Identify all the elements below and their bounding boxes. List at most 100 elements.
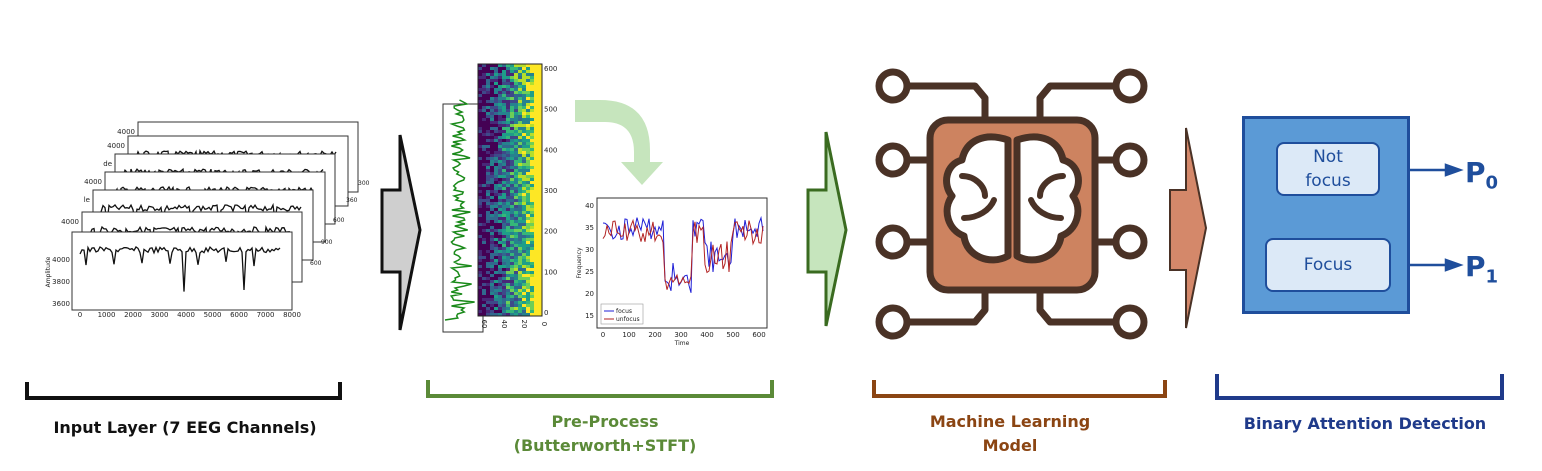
spectrogram-cell [482,172,486,175]
spectrogram-cell [486,88,490,91]
spectrogram-cell [482,181,486,184]
spectrogram-cell [530,256,534,259]
spectrogram-cell [490,145,494,148]
spectrogram-cell [534,145,538,148]
spectrogram-cell [510,154,514,157]
spectrogram-cell [518,196,522,199]
spectrogram-cell [534,160,538,163]
spectrogram-cell [510,112,514,115]
spectrogram-cell [526,310,530,313]
spectrogram-cell [522,169,526,172]
eeg-back-tick: 4000 [117,128,135,136]
spectrogram-cell [538,94,542,97]
spectrogram-cell [498,232,502,235]
spectrogram-cell [494,292,498,295]
spectrogram-cell [518,307,522,310]
spectrogram-cell [478,163,482,166]
spectrogram-cell [486,163,490,166]
spectrogram-cell [534,184,538,187]
spectrogram-cell [506,226,510,229]
spectrogram-cell [530,184,534,187]
spectrogram-cell [510,211,514,214]
spectrogram-cell [534,118,538,121]
spectrogram-cell [522,232,526,235]
spectrogram-cell [538,187,542,190]
spectrogram-cell [494,142,498,145]
spectrogram-cell [514,88,518,91]
spectrogram-cell [502,109,506,112]
spectrogram-cell [482,304,486,307]
spectrogram-cell [478,241,482,244]
spectrogram-cell [478,79,482,82]
spectrogram-cell [506,262,510,265]
spectrogram-cell [522,229,526,232]
spectrogram-cell [498,313,502,316]
spectrogram-cell [498,289,502,292]
spectrogram-cell [494,181,498,184]
spectrogram-cell [514,307,518,310]
spectrogram-right-tick: 600 [544,65,557,73]
spectrogram-cell [478,88,482,91]
spectrogram-cell [526,307,530,310]
spectrogram-cell [478,157,482,160]
spectrogram-cell [490,79,494,82]
spectrogram-cell [486,175,490,178]
spectrogram-cell [522,184,526,187]
spectrogram-cell [522,118,526,121]
spectrogram-cell [506,175,510,178]
spectrogram-cell [510,151,514,154]
spectrogram-cell [490,139,494,142]
spectrogram-cell [522,154,526,157]
spectrogram-cell [478,223,482,226]
spectrogram-cell [510,85,514,88]
spectrogram-cell [526,238,530,241]
spectrogram-cell [498,226,502,229]
spectrogram-cell [490,199,494,202]
spectrogram-cell [482,274,486,277]
eeg-frame [71,231,293,311]
spectrogram-cell [514,109,518,112]
spectrogram-cell [538,259,542,262]
spectrogram-cell [478,67,482,70]
spectrogram-cell [498,76,502,79]
spectrogram-cell [506,112,510,115]
spectrogram-cell [478,199,482,202]
spectrogram-cell [522,274,526,277]
spectrogram-cell [522,193,526,196]
spectrogram-cell [526,70,530,73]
spectrogram-cell [478,268,482,271]
spectrogram-cell [486,166,490,169]
spectrogram-cell [510,106,514,109]
spectrogram-cell [502,226,506,229]
spectrogram-cell [522,130,526,133]
spectrogram-cell [498,265,502,268]
spectrogram-cell [482,136,486,139]
spectrogram-cell [506,118,510,121]
spectrogram-cell [518,82,522,85]
spectrogram-cell [506,136,510,139]
spectrogram-cell [498,205,502,208]
spectrogram-cell [494,301,498,304]
spectrogram-cell [486,307,490,310]
spectrogram-cell [486,268,490,271]
spectrogram-cell [490,148,494,151]
spectrogram-cell [482,115,486,118]
spectrogram-cell [494,106,498,109]
spectrogram-cell [522,295,526,298]
p0-output: P0 [1465,156,1499,194]
spectrogram-cell [494,73,498,76]
spectrogram-cell [502,286,506,289]
spectrogram-cell [506,88,510,91]
spectrogram-cell [506,121,510,124]
spectrogram-cell [518,130,522,133]
spectrogram-cell [514,208,518,211]
spectrogram-cell [494,196,498,199]
spectrogram-cell [522,157,526,160]
spectrogram-cell [506,220,510,223]
spectrogram-cell [534,94,538,97]
spectrogram-cell [478,142,482,145]
spectrogram-cell [530,268,534,271]
spectrogram-cell [478,256,482,259]
spectrogram-cell [498,64,502,67]
spectrogram-cell [494,250,498,253]
